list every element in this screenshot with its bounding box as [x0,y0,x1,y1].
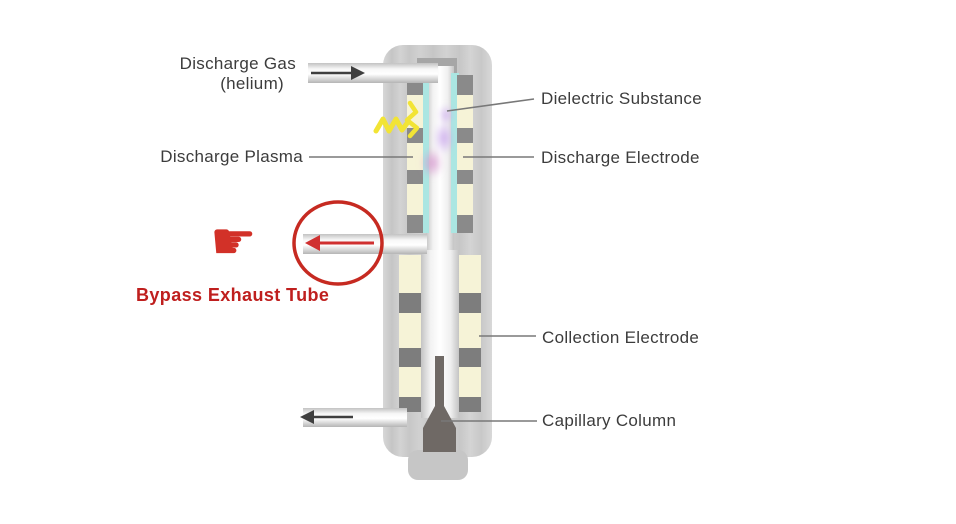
bottom-fitting [408,450,468,480]
discharge-electrode-stack-right [457,75,473,233]
bypass-flow-arrow-icon [305,235,374,251]
label-dielectric-substance: Dielectric Substance [541,89,702,108]
leader-dielectric [446,98,535,112]
collection-electrode-stack-left [399,255,421,412]
label-discharge-electrode: Discharge Electrode [541,148,700,167]
label-discharge-gas-line2: (helium) [220,74,284,93]
discharge-electrode-stack-left [407,75,423,233]
spark-icon [373,100,420,139]
leader-lines [309,98,537,422]
gas-inlet-arrow-icon [311,66,365,80]
discharge-gas-inlet-tube [308,63,438,83]
collection-electrode-stack-right [459,255,481,412]
bottom-exit-tube [303,408,407,427]
highlight-circle [292,200,384,286]
pointing-hand-icon: ☛ [210,212,257,272]
exit-flow-arrow-icon [300,410,353,424]
capillary-column-shape [423,356,456,452]
label-discharge-gas-line1: Discharge Gas [179,54,296,73]
label-collection-electrode: Collection Electrode [542,328,700,347]
dielectric-strip-right [451,73,459,233]
discharge-plasma-glow [421,105,454,178]
label-capillary-column: Capillary Column [542,411,677,430]
label-discharge-gas: Discharge Gas (helium) [120,54,296,94]
label-discharge-plasma: Discharge Plasma [160,147,303,166]
label-bypass-exhaust-tube: Bypass Exhaust Tube [136,285,330,305]
